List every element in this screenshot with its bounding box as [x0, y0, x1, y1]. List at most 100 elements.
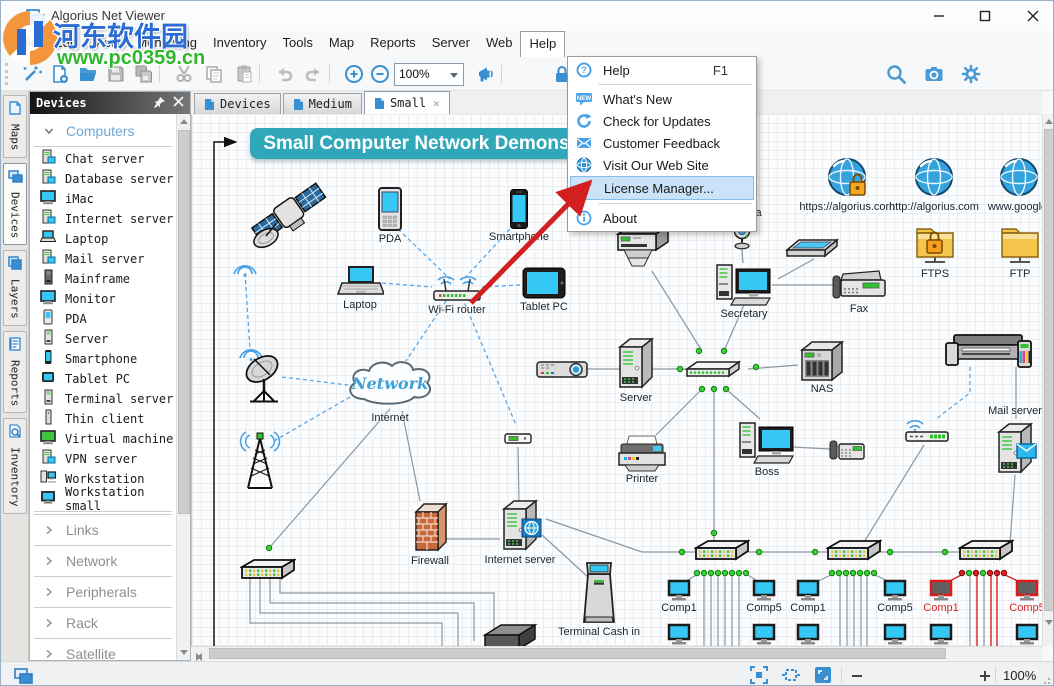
- diagram-node-modem[interactable]: [503, 429, 533, 445]
- menu-help[interactable]: Help: [520, 31, 566, 57]
- device-group-network[interactable]: Network: [30, 548, 176, 574]
- menu-reports[interactable]: Reports: [370, 35, 416, 50]
- scroll-right-icon[interactable]: [192, 650, 204, 663]
- diagram-node-mail-server[interactable]: Mail server: [988, 405, 1042, 476]
- diagram-node-firewall[interactable]: Firewall: [411, 500, 449, 567]
- fit-map-icon[interactable]: [749, 665, 769, 685]
- device-group-rack[interactable]: Rack: [30, 610, 176, 636]
- zoom-combobox[interactable]: 100%: [394, 63, 464, 86]
- device-type-internet-server[interactable]: Internet server: [30, 209, 176, 229]
- diagram-node-fax[interactable]: Fax: [831, 268, 887, 315]
- device-type-pda[interactable]: PDA: [30, 309, 176, 329]
- diagram-node-comp5[interactable]: Comp5: [746, 579, 782, 614]
- diagram-node-wi-fi-router[interactable]: Wi-Fi router: [428, 271, 486, 316]
- device-type-mainframe[interactable]: Mainframe: [30, 269, 176, 289]
- diagram-node-comp[interactable]: [667, 623, 691, 645]
- diagram-node-switch2[interactable]: [956, 539, 1016, 561]
- device-type-workstation-small[interactable]: Workstation small: [30, 485, 176, 513]
- scrollbar-thumb[interactable]: [1044, 129, 1053, 611]
- diagram-node-comp[interactable]: [1015, 623, 1039, 645]
- map-tab-small[interactable]: Small✕: [363, 91, 450, 114]
- toolbar-grip[interactable]: [5, 63, 8, 85]
- device-type-laptop[interactable]: Laptop: [30, 229, 176, 249]
- device-type-database-server[interactable]: Database server: [30, 169, 176, 189]
- pin-icon[interactable]: [153, 96, 166, 112]
- menu-map[interactable]: Map: [328, 35, 355, 50]
- save-all-icon[interactable]: [131, 62, 157, 86]
- new-map-icon[interactable]: [47, 62, 73, 86]
- zoom-out-icon[interactable]: [367, 62, 393, 86]
- zoom-in-icon[interactable]: [341, 62, 367, 86]
- devices-panel-scrollbar[interactable]: [176, 114, 190, 660]
- scrollbar-thumb[interactable]: [178, 130, 190, 514]
- close-tab-icon[interactable]: ✕: [433, 96, 440, 110]
- device-type-thin-client[interactable]: Thin client: [30, 409, 176, 429]
- resize-grip[interactable]: [1041, 674, 1051, 685]
- sidebar-tab-devices[interactable]: Devices: [3, 162, 27, 245]
- map-tab-devices[interactable]: Devices: [194, 93, 281, 114]
- open-icon[interactable]: [75, 62, 101, 86]
- diagram-node-ap[interactable]: [904, 418, 950, 444]
- close-icon[interactable]: [173, 96, 184, 110]
- diagram-node-laptop[interactable]: Laptop: [336, 264, 386, 311]
- menu-web[interactable]: Web: [485, 35, 513, 50]
- menu-edit[interactable]: Edit: [53, 35, 77, 50]
- wand-icon[interactable]: [19, 62, 45, 86]
- diagram-node-tower[interactable]: [238, 430, 282, 492]
- device-type-smartphone[interactable]: Smartphone: [30, 349, 176, 369]
- redo-icon[interactable]: [301, 62, 327, 86]
- help-menu-item-check-for-updates[interactable]: Check for Updates: [568, 110, 756, 132]
- device-type-workstation[interactable]: Workstation: [30, 469, 176, 489]
- device-type-vpn-server[interactable]: VPN server: [30, 449, 176, 469]
- diagram-node-printer[interactable]: Printer: [615, 434, 669, 485]
- scroll-down-icon[interactable]: [178, 646, 190, 659]
- screenshot-icon[interactable]: [921, 62, 947, 86]
- sidebar-tab-inventory[interactable]: Inventory: [3, 417, 27, 514]
- device-type-mail-server[interactable]: Mail server: [30, 249, 176, 269]
- diagram-node-http-algorius-com[interactable]: http://algorius.com: [889, 158, 979, 213]
- sidebar-tab-reports[interactable]: Reports: [3, 330, 27, 413]
- menu-inventory[interactable]: Inventory: [213, 35, 267, 50]
- device-group-satellite[interactable]: Satellite: [30, 641, 176, 660]
- diagram-node-plotter[interactable]: [944, 329, 1032, 369]
- save-icon[interactable]: [103, 62, 129, 86]
- diagram-node-terminal-cash-in[interactable]: Terminal Cash in: [558, 561, 640, 638]
- device-group-links[interactable]: Links: [30, 517, 176, 543]
- device-type-terminal-server[interactable]: Terminal server: [30, 389, 176, 409]
- fit-selection-icon[interactable]: [781, 665, 801, 685]
- diagram-node-www-google[interactable]: www.google.: [988, 158, 1042, 213]
- diagram-node-switch2[interactable]: [824, 539, 884, 561]
- menu-monitoring[interactable]: Monitoring: [136, 35, 198, 50]
- diagram-node-comp[interactable]: [752, 623, 776, 645]
- scroll-down-icon[interactable]: [1043, 616, 1053, 629]
- settings-icon[interactable]: [958, 62, 984, 86]
- announce-icon[interactable]: [473, 62, 499, 86]
- minimize-button[interactable]: [919, 1, 959, 31]
- cut-icon[interactable]: [171, 62, 197, 86]
- menu-server[interactable]: Server: [431, 35, 470, 50]
- device-type-virtual-machine[interactable]: Virtual machine: [30, 429, 176, 449]
- menu-file[interactable]: File: [17, 35, 38, 50]
- diagram-node-server[interactable]: Server: [614, 335, 658, 404]
- diagram-node-ftps[interactable]: FTPS: [909, 221, 961, 280]
- zoom-out-slider-icon[interactable]: [851, 669, 863, 685]
- canvas-hscrollbar[interactable]: [191, 646, 1042, 663]
- search-icon[interactable]: [883, 62, 909, 86]
- device-type-server[interactable]: Server: [30, 329, 176, 349]
- zoom-in-slider-icon[interactable]: [979, 669, 991, 685]
- device-type-tablet-pc[interactable]: Tablet PC: [30, 369, 176, 389]
- diagram-node-comp[interactable]: [796, 623, 820, 645]
- undo-icon[interactable]: [271, 62, 297, 86]
- diagram-node-switch2[interactable]: [692, 539, 752, 561]
- diagram-node-warcs[interactable]: [239, 342, 263, 364]
- diagram-node-secretary[interactable]: Secretary: [715, 261, 773, 320]
- diagram-node-comp1[interactable]: Comp1: [923, 579, 959, 614]
- help-menu-item-license-manager[interactable]: License Manager...: [570, 176, 754, 200]
- diagram-node-nas[interactable]: NAS: [798, 340, 846, 395]
- diagram-node-switch[interactable]: [683, 360, 742, 378]
- device-group-peripherals[interactable]: Peripherals: [30, 579, 176, 605]
- paste-icon[interactable]: [231, 62, 257, 86]
- diagram-node-switch2[interactable]: [238, 558, 298, 580]
- device-group-computers[interactable]: Computers: [30, 118, 176, 144]
